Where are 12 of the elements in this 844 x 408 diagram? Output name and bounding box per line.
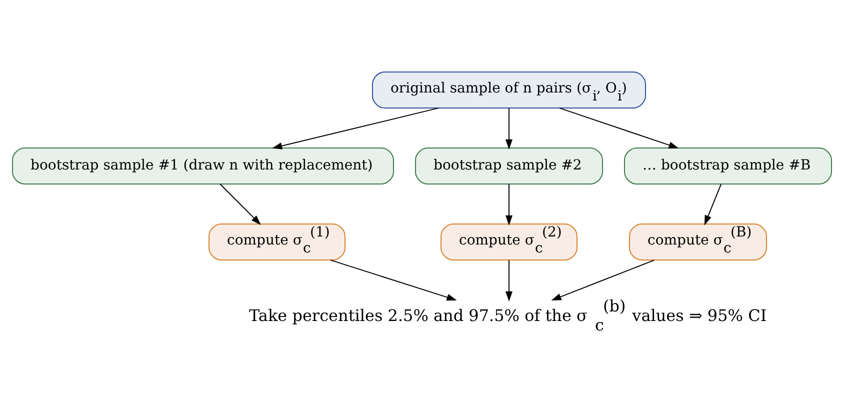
arrow	[272, 108, 439, 150]
arrow	[704, 184, 722, 226]
arrow	[330, 260, 457, 301]
node-box: bootstrap sample #2	[415, 148, 603, 184]
node-box: … bootstrap sample #B	[624, 148, 832, 184]
arrow	[506, 108, 512, 150]
arrow	[506, 184, 512, 226]
node-box: bootstrap sample #1 (draw n with replacement)	[12, 148, 394, 184]
arrow	[559, 108, 679, 148]
arrow	[506, 260, 512, 302]
arrow	[220, 184, 261, 225]
arrow	[551, 260, 655, 300]
